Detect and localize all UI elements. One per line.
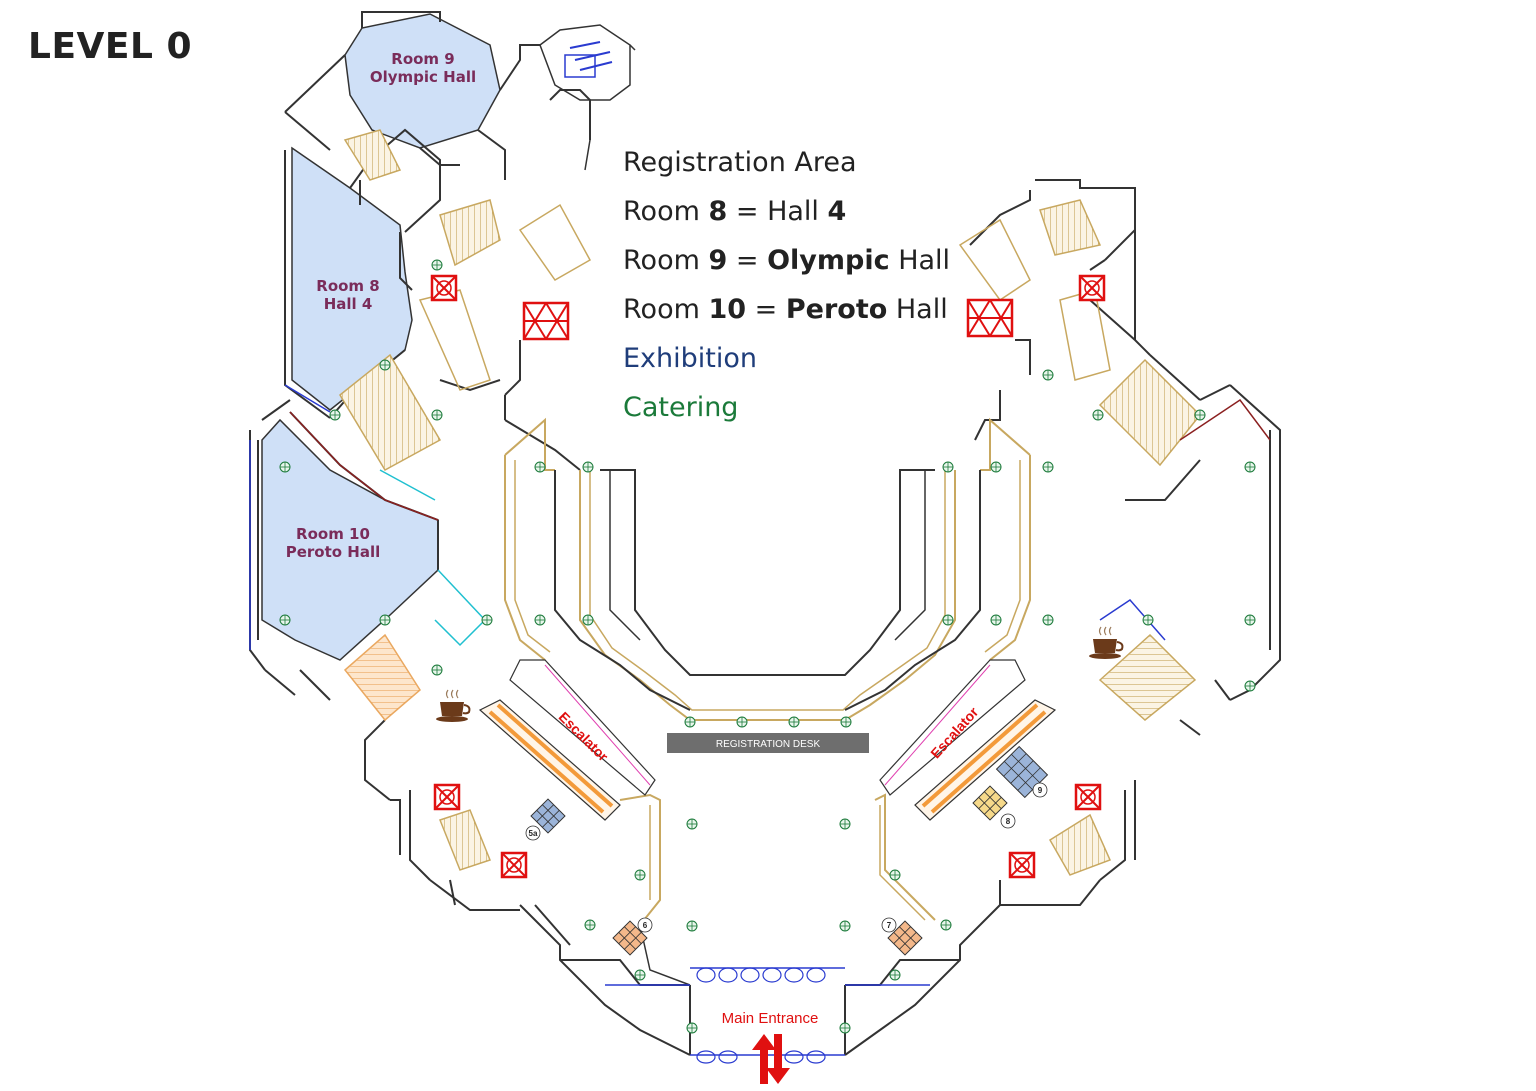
entrance-arrows-icon bbox=[752, 1034, 790, 1084]
legend-room-9: Room 9 = Olympic Hall bbox=[623, 245, 951, 276]
stand-7[interactable]: 7 bbox=[881, 917, 923, 956]
legend-exhibition: Exhibition bbox=[623, 343, 758, 374]
level-title: LEVEL 0 bbox=[28, 26, 193, 67]
stand-8[interactable]: 8 bbox=[972, 785, 1016, 829]
stand-9-label: 9 bbox=[1038, 786, 1043, 795]
room-9-olympic-hall[interactable] bbox=[344, 13, 501, 149]
service-rooms bbox=[539, 24, 636, 171]
registration-desk[interactable]: REGISTRATION DESK bbox=[667, 733, 869, 753]
room-8-label-line2: Hall 4 bbox=[324, 295, 373, 313]
room-10-label-line1: Room 10 bbox=[296, 525, 370, 543]
room-8-label-line1: Room 8 bbox=[316, 277, 379, 295]
registration-hall-core bbox=[504, 417, 1031, 721]
room-9-label-line1: Room 9 bbox=[391, 50, 454, 68]
escalator-right-label: Escalator bbox=[927, 703, 981, 761]
legend-room-8: Room 8 = Hall 4 bbox=[623, 196, 847, 227]
entrance-doors bbox=[696, 967, 826, 1064]
stand-7-label: 7 bbox=[887, 921, 892, 930]
building-walls bbox=[249, 11, 691, 1056]
stand-6-label: 6 bbox=[643, 921, 648, 930]
escalator-right bbox=[879, 659, 1057, 821]
escalator-left bbox=[478, 659, 656, 821]
stairs bbox=[339, 129, 1202, 876]
legend: Registration Area Room 8 = Hall 4 Room 9… bbox=[623, 138, 950, 432]
legend-room-10: Room 10 = Peroto Hall bbox=[623, 294, 948, 325]
stand-9[interactable]: 9 bbox=[995, 745, 1049, 799]
stand-6[interactable]: 6 bbox=[612, 917, 653, 956]
room-10-label-line2: Peroto Hall bbox=[286, 543, 381, 561]
stand-5a-label: 5a bbox=[529, 829, 538, 838]
main-entrance-label: Main Entrance bbox=[722, 1010, 819, 1027]
room-9-label-line2: Olympic Hall bbox=[370, 68, 476, 86]
room-8-hall-4[interactable] bbox=[291, 146, 413, 411]
legend-registration-area: Registration Area bbox=[623, 147, 857, 178]
stand-8-label: 8 bbox=[1006, 817, 1011, 826]
legend-catering: Catering bbox=[623, 392, 739, 423]
partition-accents bbox=[249, 384, 1271, 650]
stand-5a[interactable]: 5a bbox=[525, 798, 566, 841]
registration-desk-label: REGISTRATION DESK bbox=[716, 739, 821, 750]
